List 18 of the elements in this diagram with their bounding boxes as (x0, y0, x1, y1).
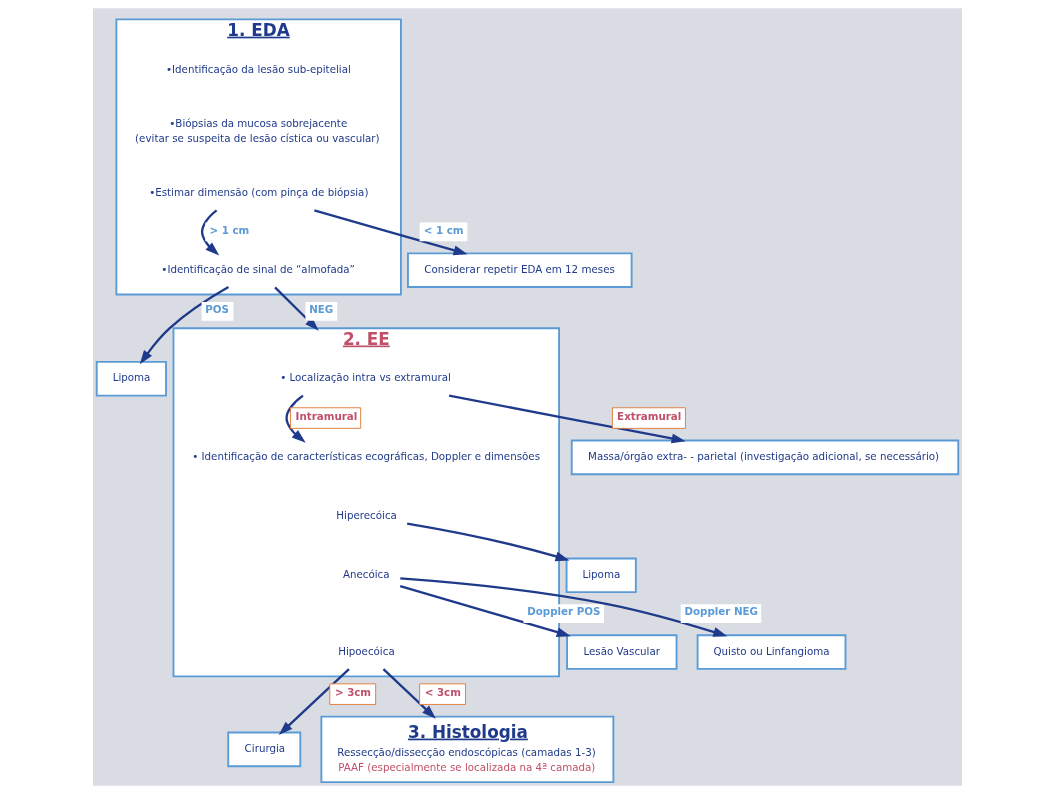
edge-label: NEG (309, 303, 334, 316)
node-text: •Biópsias da mucosa sobrejacente (evitar se suspeita de lesão cística ou vascular) (135, 116, 380, 144)
node-text: Hiperecóica (336, 508, 397, 521)
node-text: • Identificação de características ecográficas, Doppler e dimensões (192, 449, 541, 462)
node-text: •Estimar dimensão (com pinça de biópsia) (149, 186, 369, 199)
edge-label: Extramural (617, 409, 682, 422)
node-text: • Localização intra vs extramural (280, 371, 451, 384)
edge-label: < 1 cm (423, 223, 464, 236)
node-text: Anecóica (342, 567, 390, 580)
edge-label: Intramural (295, 409, 358, 422)
edge-label: Doppler NEG (684, 605, 759, 618)
node-text: •Identificação de sinal de “almofada” (161, 262, 355, 275)
edge-label: > 3cm (334, 685, 372, 698)
node-text: Hipoecóica (338, 644, 395, 657)
edge-label: POS (205, 303, 229, 316)
edge-label: < 3cm (424, 685, 461, 698)
node-text: •Identificação da lesão sub-epitelial (166, 62, 351, 75)
edge-label: > 1 cm (209, 223, 250, 236)
